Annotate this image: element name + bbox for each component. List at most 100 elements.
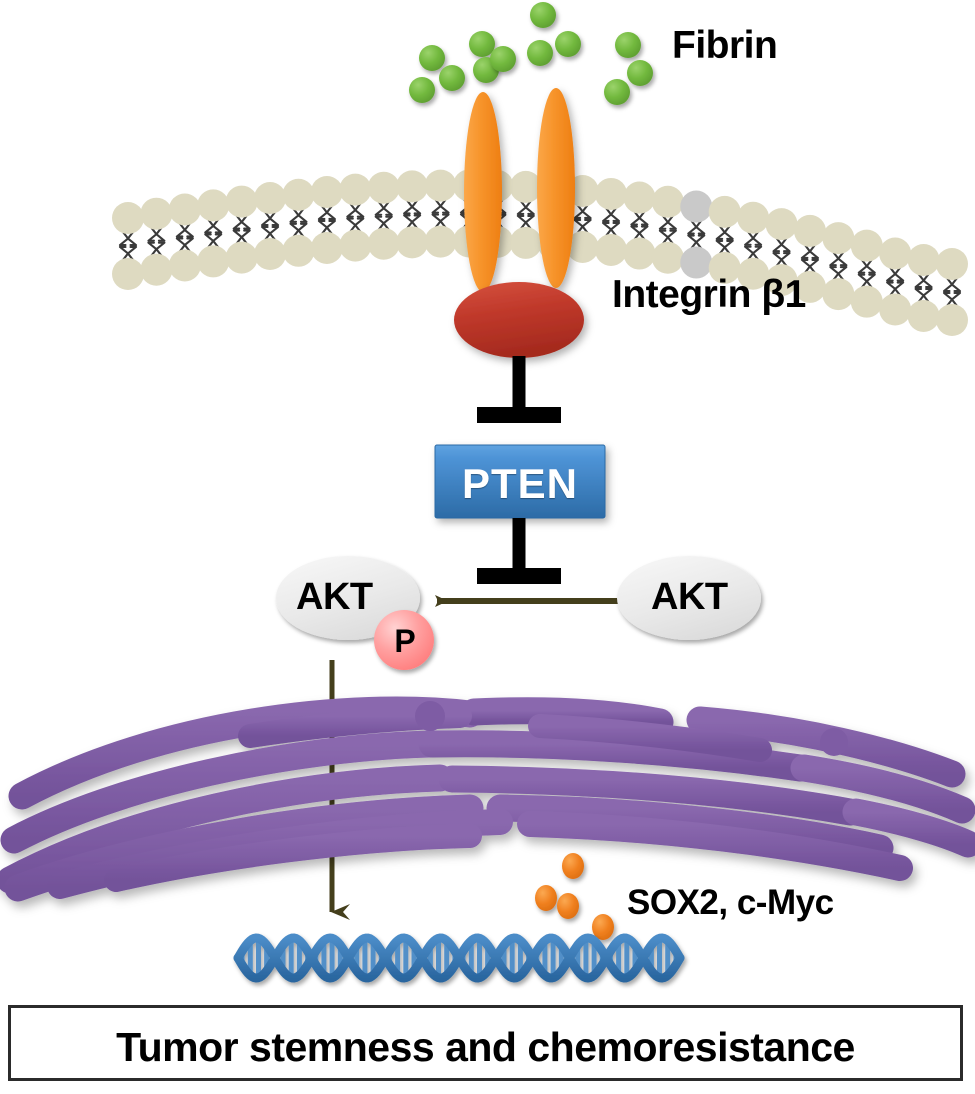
membrane-lipid-tail (382, 215, 393, 231)
fibrin-particle (530, 2, 556, 28)
membrane-lipid-tail (232, 214, 243, 230)
membrane-heads-inner (112, 225, 968, 336)
inhibition-pten-to-akt (477, 518, 561, 584)
membrane-lipid-tail (695, 219, 706, 235)
membrane-lipid-tail (658, 214, 669, 230)
membrane-lipid-head (595, 233, 628, 266)
membrane-lipid-tail (800, 258, 811, 274)
pten-label: PTEN (461, 460, 578, 507)
membrane-lipid-tail (289, 222, 300, 238)
membrane-lipid-head (197, 189, 230, 222)
membrane-lipid-head (339, 229, 372, 262)
membrane-lipid-tail (865, 273, 876, 289)
membrane-lipid-tail (269, 210, 280, 227)
membrane-lipid-tail (118, 245, 130, 262)
membrane-lipid-head (197, 245, 230, 278)
membrane-lipid-tail (658, 229, 669, 245)
fibrin-particle (555, 31, 581, 57)
membrane-lipid-tail (403, 214, 414, 230)
membrane-lipid-tail (780, 237, 791, 253)
membrane-lipid-head (765, 208, 798, 241)
membrane-lipid-tail (325, 204, 336, 221)
membrane-lipid-tail (780, 252, 791, 268)
phospho-circle[interactable] (374, 610, 434, 670)
membrane-lipid-tail (886, 266, 897, 282)
membrane-lipid-tail (261, 210, 272, 227)
sox2-cmyc-particle (562, 853, 584, 879)
fibrin-particle (604, 79, 630, 105)
membrane-lipid-head (225, 185, 258, 218)
membrane-lipid-tail (431, 213, 442, 229)
membrane-lipid-tail (666, 214, 677, 230)
membrane-lipid-tail (942, 276, 954, 293)
sox2-particles (535, 853, 614, 940)
membrane-lipid-tail (914, 287, 925, 304)
integrin-stalks (464, 88, 575, 292)
fibrin-label: Fibrin (672, 24, 778, 67)
membrane-lipid-tail (155, 241, 166, 257)
membrane-lipid-head (424, 169, 457, 202)
membrane-lipid-head (936, 304, 968, 336)
membrane-lipid-head (907, 243, 940, 276)
integrin-stalk[interactable] (537, 88, 575, 288)
membrane-lipid-tail (261, 225, 272, 242)
membrane-lipid-tail (240, 214, 251, 230)
membrane-lipid-tail (118, 230, 130, 247)
membrane-lipid-tail (269, 225, 280, 242)
membrane-lipid-tail (232, 229, 243, 245)
membrane-lipid-head (737, 257, 770, 290)
membrane-lipid-tail (289, 207, 300, 223)
membrane-lipid-tail (857, 258, 868, 274)
membrane-lipid-tail (942, 291, 954, 308)
membrane-cholesterol (680, 246, 713, 279)
membrane-lipid-tail (914, 272, 925, 289)
membrane-lipid-head (879, 293, 912, 326)
fibrin-particles (409, 2, 653, 105)
sox2-cmyc-particle (592, 914, 614, 940)
akt-phospho-label: AKT (296, 576, 373, 618)
membrane-lipid-tail (695, 234, 706, 250)
membrane-lipid-tail (829, 251, 840, 267)
dna-strand-b (233, 933, 685, 983)
integrin-label: Integrin β1 (612, 273, 806, 316)
membrane-lipid-head (339, 173, 372, 206)
integrin-stalk[interactable] (464, 92, 502, 292)
membrane-lipid-head (850, 229, 883, 262)
membrane-lipid-tail (886, 281, 897, 297)
endoplasmic-reticulum (0, 696, 975, 902)
membrane-lipid-tail (950, 291, 962, 308)
membrane-lipid-tail (204, 218, 215, 234)
membrane-lipid-head (396, 170, 429, 203)
membrane-lipid-tail (772, 252, 783, 268)
membrane-lipid-head (822, 222, 855, 255)
membrane-lipid-tail (524, 199, 535, 216)
membrane-lipid-head (509, 170, 542, 203)
membrane-lipid-tail (581, 203, 592, 220)
fibrin-particle (615, 32, 641, 58)
outcome-box: Tumor stemness and chemoresistance (8, 1005, 963, 1081)
membrane-lipid-tail (439, 198, 450, 214)
membrane-lipid-tail (126, 230, 138, 247)
membrane-lipid-tail (147, 241, 158, 257)
integrin-head-ellipse[interactable] (454, 282, 584, 358)
akt-cytosolic-ellipse[interactable] (617, 556, 761, 640)
membrane-lipid-head (140, 197, 173, 230)
membrane-lipid-head (907, 299, 940, 332)
membrane-lipid-head (708, 251, 741, 284)
membrane-lipid-head (822, 278, 855, 311)
akt-cytosolic-node[interactable] (617, 556, 761, 640)
membrane-lipid-head (168, 193, 201, 226)
membrane-lipid-head (623, 181, 656, 214)
membrane-lipid-tail (837, 251, 848, 267)
membrane-lipid-head (310, 175, 343, 208)
membrane-lipid-head (310, 231, 343, 264)
membrane-lipid-tail (439, 213, 450, 229)
membrane-lipid-head (225, 241, 258, 274)
integrin-receptor[interactable] (454, 88, 584, 358)
membrane-lipid-head (112, 258, 144, 290)
phospho-label: P (394, 623, 416, 659)
membrane-lipid-tail (126, 245, 138, 262)
